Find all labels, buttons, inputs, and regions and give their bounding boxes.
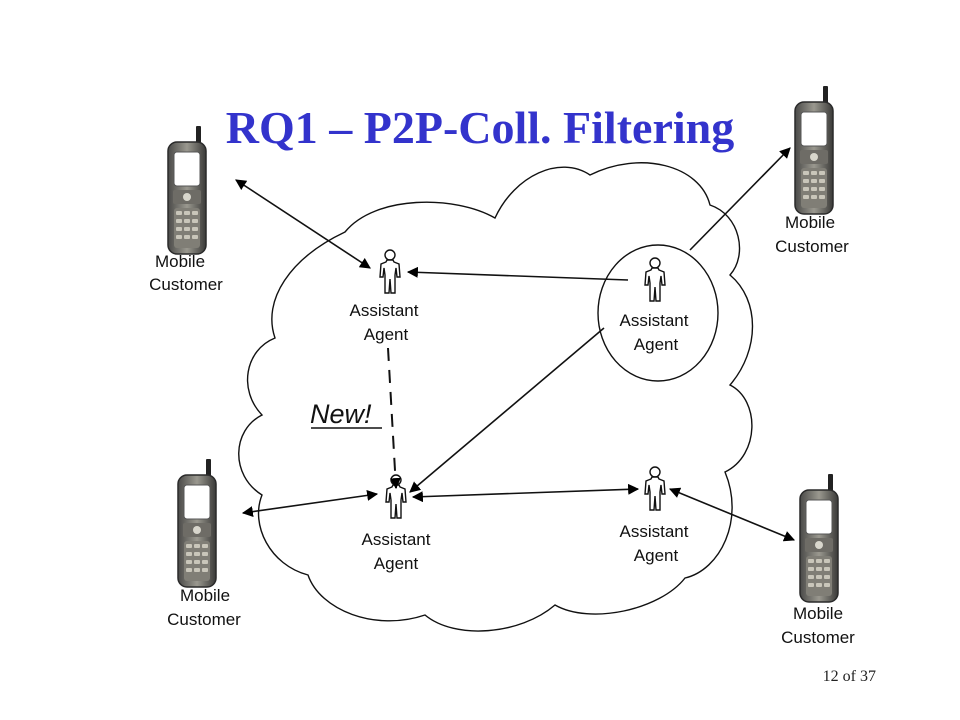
svg-text:Agent: Agent [634,546,679,565]
svg-text:Agent: Agent [374,554,419,573]
page-indicator: 12 of 37 [823,668,876,685]
svg-text:Mobile: Mobile [180,586,230,605]
assistant-agent-icon [644,257,666,302]
edge-agent-agent [406,266,629,281]
edge-agent-customer [689,147,791,251]
agent-label-bottom-left: Assistant Agent [362,530,431,573]
agent-label-top-right: Assistant Agent [620,311,689,354]
svg-text:Customer: Customer [149,275,223,294]
svg-text:Assistant: Assistant [620,522,689,541]
edge-customer-agent [235,179,371,269]
svg-text:Mobile: Mobile [785,213,835,232]
svg-text:Mobile: Mobile [155,252,205,271]
mobile-phone-icon [799,473,839,603]
svg-text:Customer: Customer [775,237,849,256]
edge-agent-agent [409,327,605,493]
svg-text:Customer: Customer [781,628,855,647]
svg-text:Assistant: Assistant [362,530,431,549]
edge-agent-agent [411,483,640,503]
customer-label-top-left: Mobile Customer [149,252,223,294]
slide-title: RQ1 – P2P-Coll. Filtering [226,102,734,153]
edge-customer-agent [241,489,379,518]
assistant-agent-icon [379,249,401,294]
network-cloud [238,162,754,632]
agent-label-top-left: Assistant Agent [350,301,419,344]
agent-highlight-circle [597,244,719,382]
mobile-phone-icon [167,125,207,255]
svg-text:Agent: Agent [634,335,679,354]
assistant-agent-icon [644,466,666,511]
svg-text:New!: New! [310,399,372,429]
customer-label-bottom-right: Mobile Customer [781,604,855,647]
customer-label-bottom-left: Mobile Customer [167,586,241,629]
svg-text:Assistant: Assistant [350,301,419,320]
customer-label-top-right: Mobile Customer [775,213,849,256]
edge-new-link [387,347,401,490]
svg-text:Agent: Agent [364,325,409,344]
mobile-phone-icon [794,85,834,215]
mobile-phone-icon [177,458,217,588]
agent-label-bottom-right: Assistant Agent [620,522,689,565]
svg-text:Assistant: Assistant [620,311,689,330]
svg-text:Mobile: Mobile [793,604,843,623]
svg-text:Customer: Customer [167,610,241,629]
new-label: New! [310,399,382,429]
edge-agent-customer [668,487,796,542]
